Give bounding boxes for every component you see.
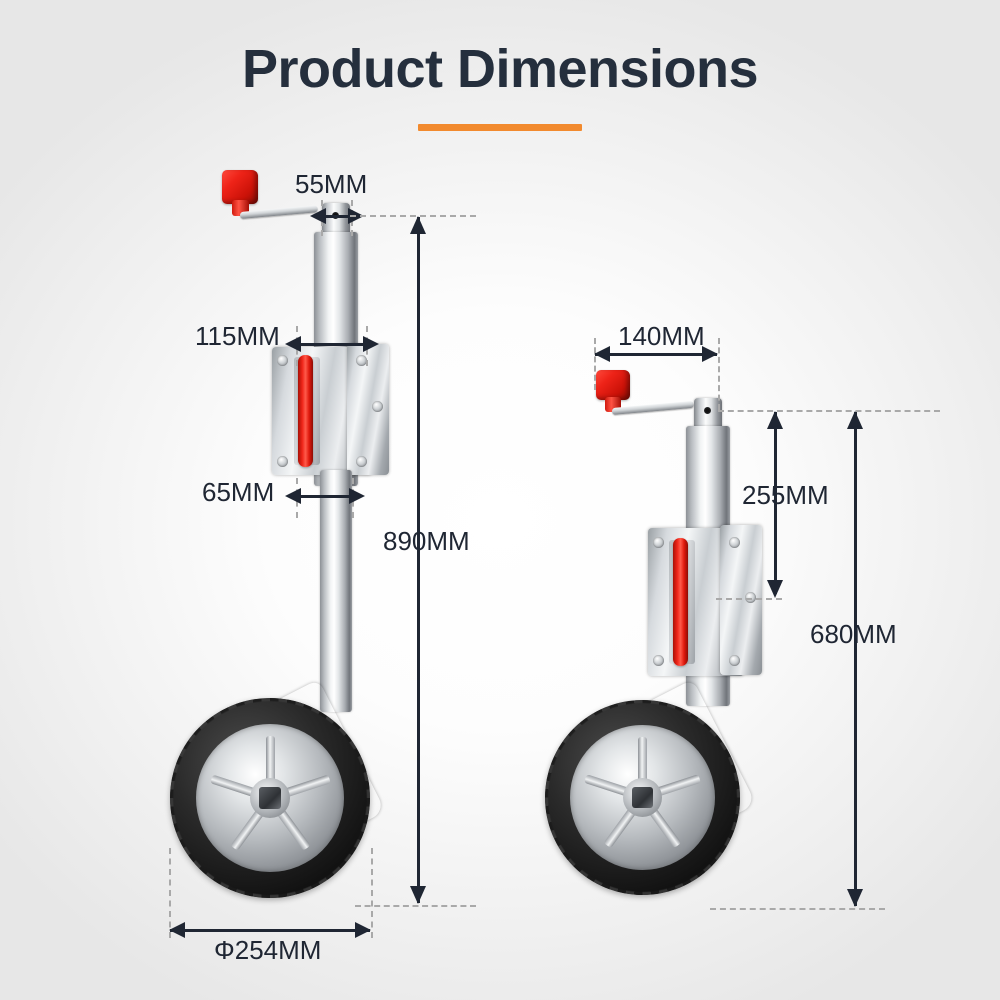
- bracket-hole: [653, 655, 664, 666]
- title-accent-rule: [418, 124, 582, 131]
- bracket-hole: [745, 592, 756, 603]
- page-title: Product Dimensions: [241, 39, 759, 99]
- ext-line-255-bottom: [716, 598, 782, 600]
- bracket-hole: [729, 655, 740, 666]
- bracket-hole: [277, 456, 288, 467]
- dim-label-254mm: Φ254MM: [214, 935, 322, 965]
- bracket-hole: [356, 355, 367, 366]
- dim-arrow-55-left: [310, 208, 326, 224]
- crank-knob-left: [222, 170, 258, 204]
- bracket-hole: [653, 537, 664, 548]
- dim-label-65mm: 65MM: [202, 477, 275, 507]
- dim-arrow-65-left: [285, 488, 301, 504]
- rim-spoke: [266, 736, 275, 798]
- mounting-bracket-rear-left: [347, 344, 389, 475]
- ext-line-140-right: [718, 338, 720, 410]
- dim-arrow-254-left: [169, 922, 185, 938]
- crank-knob-right: [596, 370, 630, 400]
- dim-arrow-890-bottom: [410, 886, 426, 904]
- dim-arrow-255-bottom: [767, 580, 783, 598]
- dim-label-890mm: 890MM: [383, 526, 470, 556]
- ext-line-140-left: [594, 338, 596, 390]
- dim-line-140: [595, 353, 717, 356]
- dim-arrow-115-right: [363, 336, 379, 352]
- bracket-hole: [372, 401, 383, 412]
- dim-label-55mm: 55MM: [295, 169, 368, 199]
- dim-arrow-890-top: [410, 216, 426, 234]
- dim-arrow-255-top: [767, 411, 783, 429]
- dim-arrow-140-right: [702, 346, 718, 362]
- crank-arm-right: [611, 400, 694, 415]
- dim-arrow-115-left: [285, 336, 301, 352]
- dim-label-255mm: 255MM: [742, 480, 829, 510]
- wheel-axle-nut-right: [632, 787, 653, 808]
- dim-label-140mm: 140MM: [618, 321, 705, 351]
- ext-line-254-left: [169, 848, 171, 938]
- rim-spoke: [638, 737, 647, 797]
- ext-line-680-bottom: [710, 908, 885, 910]
- dim-line-680: [854, 412, 857, 906]
- ext-line-254-right: [371, 848, 373, 938]
- bracket-hole: [729, 537, 740, 548]
- dim-line-255: [774, 412, 777, 594]
- dim-label-680mm: 680MM: [810, 619, 897, 649]
- dim-line-254: [170, 929, 370, 932]
- bracket-hole: [277, 355, 288, 366]
- crank-arm-left: [239, 205, 319, 219]
- bracket-red-lever-left: [298, 355, 313, 467]
- dim-line-890: [417, 217, 420, 903]
- bracket-hole: [356, 456, 367, 467]
- wheel-axle-nut-left: [259, 787, 281, 809]
- dim-label-115mm: 115MM: [195, 321, 280, 351]
- ext-line-top-right-unit: [718, 410, 940, 412]
- dim-line-115: [297, 343, 365, 346]
- dim-arrow-680-bottom: [847, 889, 863, 907]
- ext-line-890-bottom: [355, 905, 476, 907]
- cap-pin-hole-right: [704, 407, 711, 414]
- dim-line-55: [322, 215, 350, 218]
- dim-arrow-680-top: [847, 411, 863, 429]
- dim-arrow-65-right: [349, 488, 365, 504]
- dim-arrow-254-right: [355, 922, 371, 938]
- dim-arrow-140-left: [594, 346, 610, 362]
- bracket-red-lever-right: [673, 538, 688, 666]
- inner-tube-left: [320, 470, 352, 712]
- mounting-bracket-rear-right: [720, 525, 762, 675]
- dim-line-65: [297, 495, 351, 498]
